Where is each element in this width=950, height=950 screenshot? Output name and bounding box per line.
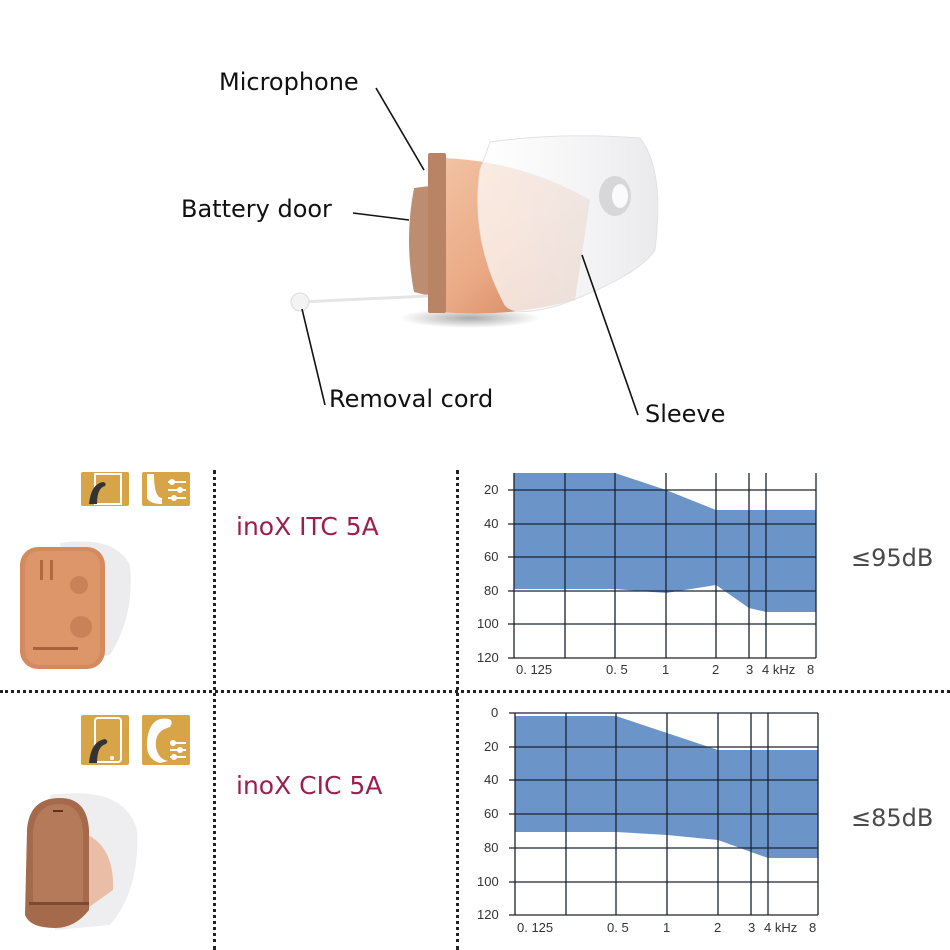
y-tick: 100 <box>477 616 499 631</box>
max-gain-rating: ≤85dB <box>851 804 934 832</box>
y-tick: 0 <box>491 705 499 720</box>
sleeve-label: Sleeve <box>645 400 726 428</box>
x-tick: 1 <box>662 662 670 677</box>
x-tick: 1 <box>663 920 671 935</box>
y-tick: 120 <box>477 650 499 665</box>
x-tick: 0. 125 <box>516 662 553 677</box>
x-tick: 0. 125 <box>517 920 554 935</box>
x-tick: 8 <box>809 920 817 935</box>
y-tick: 20 <box>484 482 499 497</box>
y-tick: 60 <box>484 549 499 564</box>
hearing-settings-icon <box>142 715 190 765</box>
cic-device-image <box>25 793 138 930</box>
itc-device-image <box>20 541 131 669</box>
y-tick: 80 <box>484 583 499 598</box>
y-tick: 20 <box>484 739 499 754</box>
x-tick: 0. 5 <box>606 662 628 677</box>
product-row-itc: inoX ITC 5A ≤95dB <box>0 460 950 690</box>
x-tick: 3 <box>748 920 756 935</box>
y-tick: 60 <box>484 806 499 821</box>
model-name: inoX ITC 5A <box>236 512 379 541</box>
hearing-settings-icon <box>142 472 190 506</box>
divider-vertical-2 <box>456 470 459 950</box>
x-tick: 4 kHz <box>764 920 798 935</box>
battery-door-label: Battery door <box>181 195 332 223</box>
product-row-cic: inoX CIC 5A ≤85dB <box>0 695 950 950</box>
hearing-aid-illustration <box>290 87 659 416</box>
app-control-icon <box>81 472 129 506</box>
y-tick: 80 <box>484 840 499 855</box>
fitting-range-band <box>514 473 816 612</box>
x-tick: 0. 5 <box>607 920 629 935</box>
removal-cord-label: Removal cord <box>329 385 494 413</box>
hearing-aid-diagram: Microphone Battery door Removal cord Sle… <box>0 0 950 450</box>
divider-horizontal <box>0 690 950 693</box>
x-tick: 8 <box>807 662 815 677</box>
y-tick: 100 <box>477 874 499 889</box>
x-tick: 4 kHz <box>762 662 796 677</box>
y-tick: 120 <box>477 907 499 922</box>
x-tick: 2 <box>712 662 720 677</box>
app-control-icon <box>81 715 129 765</box>
fitting-range-chart-cic: 0 20 40 60 80 100 120 0. 125 0. 5 1 2 3 … <box>460 700 830 950</box>
model-name: inoX CIC 5A <box>236 771 383 800</box>
microphone-label: Microphone <box>219 68 359 96</box>
divider-vertical-1 <box>213 470 216 950</box>
fitting-range-chart-itc: 20 40 60 80 100 120 0. 125 0. 5 1 2 3 4 … <box>460 465 830 685</box>
x-tick: 3 <box>746 662 754 677</box>
y-tick: 40 <box>484 772 499 787</box>
max-gain-rating: ≤95dB <box>851 544 934 572</box>
x-tick: 2 <box>714 920 722 935</box>
y-tick: 40 <box>484 516 499 531</box>
